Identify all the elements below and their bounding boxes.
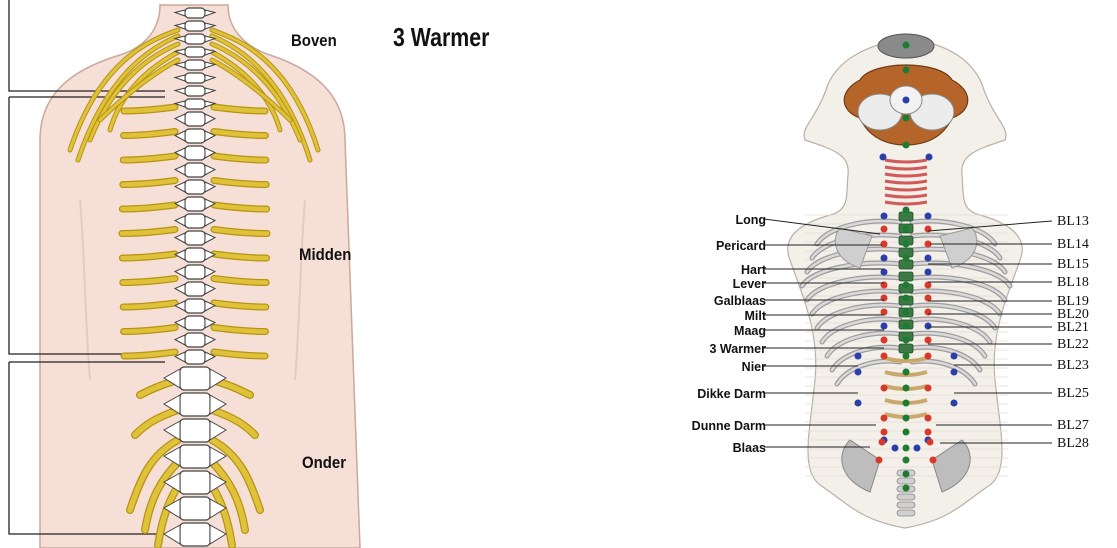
acupoint-marker-53: [881, 429, 888, 436]
point-code-label: BL21: [1057, 320, 1089, 336]
sacral-vertebra-1: [897, 478, 915, 484]
point-code-label: BL25: [1057, 386, 1089, 402]
acupoint-marker-7: [903, 207, 910, 214]
acupoint-marker-20: [925, 269, 932, 276]
organ-label: Milt: [666, 309, 766, 323]
acupoint-marker-44: [881, 385, 888, 392]
acupoint-marker-67: [903, 485, 910, 492]
acupoint-marker-17: [925, 255, 932, 262]
sacral-vertebra-5: [897, 510, 915, 516]
acupoint-marker-52: [903, 415, 910, 422]
organ-label: Dunne Darm: [666, 419, 766, 433]
acupoint-marker-30: [881, 323, 888, 330]
acupoint-marker-22: [925, 282, 932, 289]
acupoint-marker-0: [903, 42, 910, 49]
organ-label: Blaas: [666, 441, 766, 455]
point-code-label: BL27: [1057, 418, 1089, 434]
acupoint-marker-42: [951, 369, 958, 376]
acupoint-marker-4: [903, 142, 910, 149]
acupoint-marker-47: [855, 400, 862, 407]
acupoint-marker-5: [880, 154, 887, 161]
acupoint-marker-18: [903, 255, 910, 262]
point-code-label: BL23: [1057, 358, 1089, 374]
acupoint-marker-45: [925, 385, 932, 392]
point-code-label: BL22: [1057, 337, 1089, 353]
acupoint-marker-37: [951, 353, 958, 360]
organ-label: 3 Warmer: [666, 342, 766, 356]
acupoint-marker-46: [903, 385, 910, 392]
acupoint-marker-43: [903, 369, 910, 376]
acupoint-marker-6: [926, 154, 933, 161]
acupoint-marker-3: [903, 115, 910, 122]
acupoint-marker-19: [881, 269, 888, 276]
point-code-label: BL13: [1057, 214, 1089, 230]
organ-label: Dikke Darm: [666, 387, 766, 401]
acupoint-marker-27: [881, 309, 888, 316]
acupoint-marker-1: [903, 67, 910, 74]
acupoint-marker-62: [914, 445, 921, 452]
acupoint-marker-10: [881, 226, 888, 233]
acupoint-marker-49: [903, 400, 910, 407]
acupoint-marker-26: [903, 295, 910, 302]
acupoint-marker-41: [855, 369, 862, 376]
acupoint-marker-12: [903, 226, 910, 233]
acupoint-marker-58: [879, 439, 886, 446]
acupoint-marker-29: [903, 309, 910, 316]
acupoint-marker-60: [903, 445, 910, 452]
organ-label: Nier: [666, 360, 766, 374]
acupoint-marker-2: [903, 97, 910, 104]
thoracic-vertebra-11: [899, 344, 913, 353]
acupoint-marker-55: [903, 429, 910, 436]
acupoint-marker-48: [951, 400, 958, 407]
organ-label: Pericard: [666, 239, 766, 253]
acupoint-marker-8: [881, 213, 888, 220]
acupoint-marker-66: [903, 471, 910, 478]
acupoint-marker-13: [881, 241, 888, 248]
organ-label: Lever: [666, 277, 766, 291]
acupoint-marker-16: [881, 255, 888, 262]
acupoint-marker-64: [930, 457, 937, 464]
acupoint-marker-51: [925, 415, 932, 422]
acupoint-marker-35: [903, 337, 910, 344]
point-code-label: BL14: [1057, 237, 1089, 253]
organ-label: Maag: [666, 324, 766, 338]
acupoint-marker-54: [925, 429, 932, 436]
acupoint-marker-9: [925, 213, 932, 220]
acupoint-marker-38: [881, 353, 888, 360]
organ-label: Long: [666, 213, 766, 227]
acupoint-marker-32: [903, 323, 910, 330]
acupoint-marker-36: [855, 353, 862, 360]
acupoint-marker-11: [925, 226, 932, 233]
acupoint-marker-59: [927, 439, 934, 446]
acupoint-marker-40: [903, 353, 910, 360]
acupoint-marker-33: [881, 337, 888, 344]
acupoint-marker-34: [925, 337, 932, 344]
acupoint-marker-63: [876, 457, 883, 464]
acupoint-marker-39: [925, 353, 932, 360]
acupoint-marker-50: [881, 415, 888, 422]
sacral-vertebra-4: [897, 502, 915, 508]
thoracic-vertebra-5: [899, 272, 913, 281]
acupoint-marker-65: [903, 457, 910, 464]
point-code-label: BL15: [1057, 257, 1089, 273]
organ-label: Galblaas: [666, 294, 766, 308]
point-code-label: BL28: [1057, 436, 1089, 452]
acupoint-marker-15: [903, 241, 910, 248]
organ-label: Hart: [666, 263, 766, 277]
acupoint-marker-31: [925, 323, 932, 330]
acupoint-marker-25: [925, 295, 932, 302]
acupoint-marker-23: [903, 282, 910, 289]
sacral-vertebra-3: [897, 494, 915, 500]
point-code-label: BL18: [1057, 275, 1089, 291]
acupoint-marker-61: [892, 445, 899, 452]
